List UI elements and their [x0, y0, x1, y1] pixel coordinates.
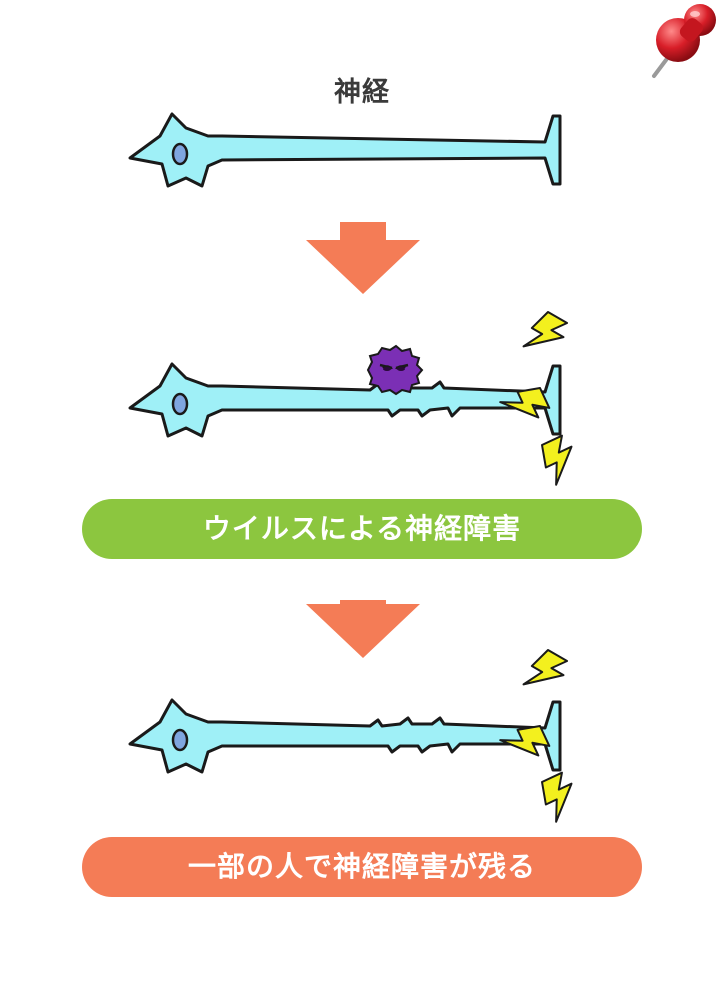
lightning-bolt-icon [520, 646, 572, 701]
virus-icon [366, 344, 424, 396]
damaged-nerve-infected [128, 362, 562, 438]
nerve-title: 神経 [334, 77, 390, 108]
pushpin-icon [652, 4, 716, 78]
lightning-bolt-icon [535, 770, 585, 824]
down-arrow-icon [306, 600, 420, 658]
damaged-nerve-residual [128, 698, 562, 774]
lightning-bolt-icon [520, 308, 572, 363]
down-arrow-icon [306, 222, 420, 294]
residual-nerve-damage-banner: 一部の人で神経障害が残る [82, 837, 642, 897]
lightning-bolt-icon [535, 433, 585, 487]
viral-nerve-damage-banner: ウイルスによる神経障害 [82, 499, 642, 559]
healthy-nerve [128, 112, 562, 188]
